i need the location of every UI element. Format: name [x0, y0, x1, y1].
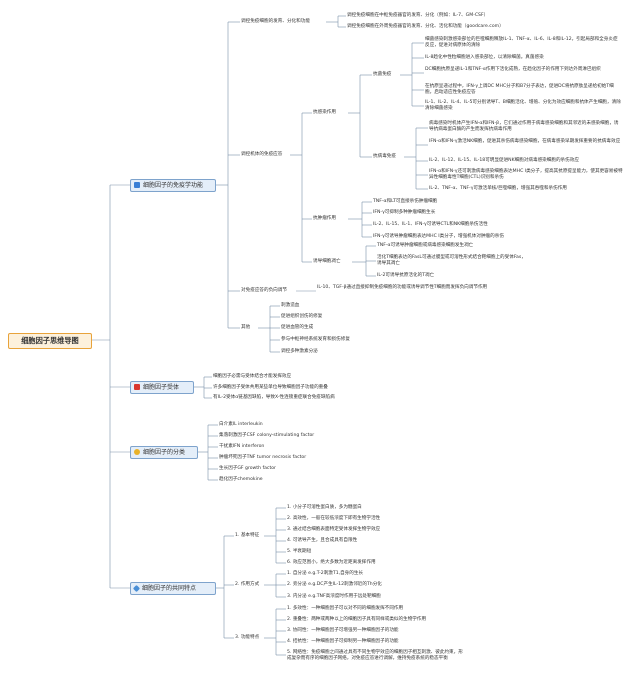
node-function-item[interactable]: 2. 重叠性：两种或两种以上的细胞因子具有同样或类似的生物学作用 [287, 617, 427, 622]
node-basic-item[interactable]: 3. 通过结合细胞表面特定受体发挥生物学效应 [287, 527, 381, 532]
node-regulate-item[interactable]: 调控免疫细胞在中枢免疫器官的发育、分化（例如：IL-7、GM-CSF） [347, 13, 489, 18]
node-regulate[interactable]: 调控免疫细胞的发育、分化和功能 [241, 19, 310, 24]
node-anti-infection[interactable]: 抗感染作用 [313, 110, 336, 115]
node-function-item[interactable]: 1. 多效性：一种细胞因子可以对不同的细胞发挥不同作用 [287, 606, 404, 611]
node-class-item[interactable]: 白介素IL interleukin [219, 422, 263, 427]
node-anti-tumor-item[interactable]: IL-2、IL-15、IL-1、IFN-γ可诱导CTL和NK细胞杀伤活性 [373, 222, 488, 227]
node-basic-item[interactable]: 5. 半衰期短 [287, 549, 312, 554]
node-anti-bacteria[interactable]: 抗菌免疫 [373, 72, 392, 77]
branch-label: 细胞因子的分类 [143, 449, 186, 456]
node-anti-bacteria-item[interactable]: DC细胞抗原呈递IL-1和TNF-α作用下活化成熟，在趋化因子的作用下到达外周淋… [425, 67, 601, 72]
grid-icon [134, 182, 140, 188]
root-node[interactable]: 细胞因子思维导图 [8, 333, 92, 349]
node-receptor-item[interactable]: 有IL-2受体α链基因缺陷，导致X-性连锁重症联合免疫缺陷病 [213, 395, 335, 400]
branch-node-classification[interactable]: 细胞因子的分类 [130, 446, 198, 459]
node-anti-tumor-item[interactable]: IFN-γ可诱导肿瘤细胞表达MHC I类分子，增强机体对肿瘤的杀伤 [373, 234, 504, 239]
node-anti-tumor[interactable]: 抗肿瘤作用 [313, 216, 336, 221]
node-anti-virus[interactable]: 抗病毒免疫 [373, 154, 396, 159]
node-anti-bacteria-item[interactable]: IL-1、IL-2、IL-4、IL-5可分别诱导T、B细胞活化、增殖、分化为效应… [425, 100, 621, 111]
node-other-item[interactable]: 调控多种激素分泌 [281, 349, 318, 354]
node-regulate-item[interactable]: 调控免疫细胞在外周免疫器官的发育、分化、活化和功能（goodcare.com） [347, 24, 504, 29]
node-negative-regulation-item[interactable]: IL-10、TGF-β通过直接抑制免疫细胞的功能或诱导调节性T细胞而发挥负向调节… [317, 285, 488, 290]
node-apoptosis-item[interactable]: IL-2可诱导抗原活化的T凋亡 [377, 273, 435, 278]
node-apoptosis-item[interactable]: 活化T细胞表达的FasL可通过膜型或可溶性形式结合靶细胞上的受体Fas，诱导其凋… [377, 255, 526, 266]
node-negative-regulation[interactable]: 对免疫应答的负向调节 [241, 288, 287, 293]
node-other-item[interactable]: 促进组织创伤的修复 [281, 314, 323, 319]
node-class-item[interactable]: 集落刺激因子CSF colony-stimulating factor [219, 433, 315, 438]
node-function-item[interactable]: 5. 网络性：免疫细胞之间通过具有不同生物学效应的细胞因子相互刺激、彼此约束，形… [287, 650, 463, 661]
node-other-item[interactable]: 促进血管的生成 [281, 325, 314, 330]
branch-label: 细胞因子的共同特点 [142, 585, 197, 592]
node-other-item[interactable]: 参与中枢神经系统发育和损伤修复 [281, 337, 350, 342]
node-other[interactable]: 其他 [241, 325, 251, 330]
node-anti-tumor-item[interactable]: TNF-α和LT可直接杀伤肿瘤细胞 [373, 199, 438, 204]
node-action-item[interactable]: 3. 内分泌 e.g.TNF高浓度时作用于远处靶细胞 [287, 594, 381, 599]
pencil-icon [132, 584, 141, 593]
node-basic-features[interactable]: 1. 基本特征 [235, 533, 260, 538]
node-anti-virus-item[interactable]: IL-2、IL-12、IL-15、IL-18可明显促进NK细胞对病毒感染细胞的杀… [429, 158, 579, 163]
node-action-item[interactable]: 2. 旁分泌 e.g.DC产生IL-12刺激邻近的Th分化 [287, 582, 382, 587]
node-basic-item[interactable]: 6. 效应范围小，绝大多数为近距离发挥作用 [287, 560, 376, 565]
node-anti-virus-item[interactable]: IFN-α和IFN-γ激活NK细胞，促进其杀伤病毒感染细胞，在病毒感染早期发挥重… [429, 139, 621, 144]
node-anti-bacteria-item[interactable]: IL-8趋化中性粒细胞进入感染部位，以清除细菌。真菌感染 [425, 55, 544, 60]
node-function-item[interactable]: 3. 协同性：一种细胞因子可增强另一种细胞因子的功能 [287, 628, 399, 633]
node-function-item[interactable]: 4. 拮抗性：一种细胞因子可抑制另一种细胞因子的功能 [287, 639, 399, 644]
node-anti-bacteria-item[interactable]: 在抗原呈递过程中，IFN-γ上调DC MHC分子和B7分子表达，促进DC将抗原肽… [425, 84, 614, 95]
node-apoptosis[interactable]: 诱导细胞凋亡 [313, 259, 341, 264]
node-other-item[interactable]: 刺激造血 [281, 303, 300, 308]
node-class-item[interactable]: 趋化因子chemokine [219, 477, 263, 482]
node-class-item[interactable]: 干扰素IFN interferon [219, 444, 265, 449]
node-receptor-item[interactable]: 许多细胞因子受体共用某些单位导致细胞因子功能的重叠 [213, 385, 328, 390]
node-anti-bacteria-item[interactable]: 细菌感染刺激感染部位的巨噬细胞释放IL-1、TNF-α、IL-6、IL-8和IL… [425, 37, 618, 48]
node-receptor-item[interactable]: 细胞因子必需与受体结合才能发挥效应 [213, 374, 292, 379]
node-action-item[interactable]: 1. 自分泌 e.g.T-2刺激T1,自身的生长 [287, 571, 364, 576]
node-anti-virus-item[interactable]: IL-2、TNF-α、TNF-γ可激活单核/巨噬细胞，增强其吞噬和杀伤作用 [429, 186, 567, 191]
star-icon [134, 449, 140, 455]
node-basic-item[interactable]: 4. 可诱导产生，且合成具有自限性 [287, 538, 358, 543]
node-immune-response[interactable]: 调控机体的免疫应答 [241, 152, 283, 157]
node-class-item[interactable]: 生长因子GF growth factor [219, 466, 276, 471]
branch-label: 细胞因子受体 [143, 384, 180, 391]
node-anti-tumor-item[interactable]: IFN-γ可抑制多种肿瘤细胞生长 [373, 210, 436, 215]
branch-label: 细胞因子的免疫学功能 [143, 182, 204, 189]
node-basic-item[interactable]: 2. 高效性，一般在较低浓度下即有生物学活性 [287, 516, 381, 521]
node-anti-virus-item[interactable]: 病毒感染时机体产生IFN-α和IFN-β，它们通过作用于病毒感染细胞和其邻近的未… [429, 121, 619, 132]
node-class-item[interactable]: 肿瘤坏死因子TNF tumor necrosis factor [219, 455, 307, 460]
flag-icon [134, 384, 140, 390]
branch-node-common-features[interactable]: 细胞因子的共同特点 [130, 582, 216, 595]
node-apoptosis-item[interactable]: TNF-α可诱导肿瘤细胞或病毒感染细胞发生凋亡 [377, 243, 474, 248]
branch-node-receptor[interactable]: 细胞因子受体 [130, 381, 194, 394]
node-function-features[interactable]: 3. 功能特点 [235, 635, 260, 640]
node-action-mode[interactable]: 2. 作用方式 [235, 582, 260, 587]
branch-node-immune-function[interactable]: 细胞因子的免疫学功能 [130, 179, 216, 192]
node-anti-virus-item[interactable]: IFN-α和IFN-γ还可刺激病毒感染细胞表达MHC I类分子，提高其抗原提呈能… [429, 169, 623, 180]
node-basic-item[interactable]: 1. 小分子可溶性蛋白质，多为糖蛋白 [287, 505, 362, 510]
